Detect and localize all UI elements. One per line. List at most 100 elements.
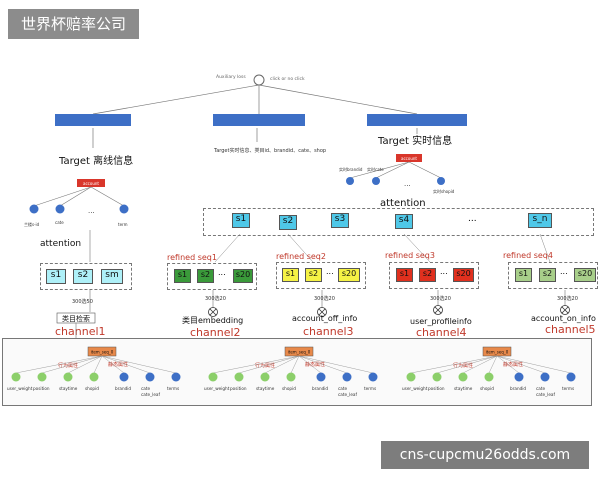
item-attr-label: user_weight — [204, 386, 230, 391]
svg-text:refined seq3: refined seq3 — [385, 251, 435, 260]
right-leaf-node — [437, 177, 445, 185]
svg-text:refined seq4: refined seq4 — [503, 251, 553, 260]
seq-cell: s2 — [279, 215, 297, 230]
channel4-label: channel4 — [416, 326, 467, 339]
item-attr-label: shopid — [282, 386, 296, 391]
refined-seq2-box — [276, 262, 366, 289]
item-attr-label: cate_leaf — [536, 392, 555, 397]
item-attr-node — [540, 372, 550, 382]
item-attr-node — [484, 372, 494, 382]
channel2-label: channel2 — [190, 326, 241, 339]
svg-text:...: ... — [88, 207, 95, 215]
item-attr-label: shopid — [480, 386, 494, 391]
item-attr-label: position — [428, 386, 445, 391]
item-attr-node — [432, 372, 442, 382]
svg-text:300选20: 300选20 — [557, 295, 578, 302]
item-attr-node — [119, 372, 129, 382]
svg-text:300选50: 300选50 — [72, 298, 93, 305]
svg-text:user_profileinfo: user_profileinfo — [410, 317, 472, 326]
svg-text:类目检索: 类目检索 — [62, 314, 90, 323]
item-attr-node — [89, 372, 99, 382]
realtime-embedding-bar — [367, 114, 467, 126]
seq-cell: s1 — [232, 213, 250, 228]
multiply-icon — [208, 307, 218, 317]
loss-label: Auxiliary loss — [216, 74, 246, 80]
channel3-label: channel3 — [303, 325, 354, 338]
click-label: click or no click — [270, 76, 305, 82]
refined-seq4-box — [508, 262, 598, 289]
svg-text:类目embedding: 类目embedding — [182, 315, 243, 325]
sequence-row-box — [203, 208, 594, 236]
svg-text:account: account — [401, 156, 417, 161]
item-attr-node — [406, 372, 416, 382]
right-leaf-node — [372, 177, 380, 185]
item-attr-label: cate_leaf — [141, 392, 160, 397]
multiply-icon — [433, 305, 443, 315]
svg-text:...: ... — [404, 180, 411, 188]
svg-text:cate: cate — [55, 220, 64, 225]
item-attr-label: cate — [141, 386, 151, 391]
target-offline-label: Target 离线信息 — [58, 154, 133, 167]
left-seq-cell: s2 — [73, 269, 93, 284]
item-attr-label: position — [33, 386, 50, 391]
svg-text:实时cate: 实时cate — [367, 166, 384, 172]
seq-ellipsis: ... — [468, 214, 477, 224]
offline-embedding-bar — [55, 114, 131, 126]
item-attr-node — [368, 372, 378, 382]
item-attr-node — [566, 372, 576, 382]
svg-text:account_on_info: account_on_info — [531, 314, 596, 323]
item-attr-label: staytime — [454, 386, 473, 391]
refined-seq1-box — [167, 263, 257, 290]
attention-left-label: attention — [40, 239, 81, 249]
item-attr-node — [171, 372, 181, 382]
item-attr-node — [37, 372, 47, 382]
seq-cell: s_n — [528, 213, 552, 228]
site-banner: 世界杯赔率公司 — [8, 9, 139, 39]
static-attr-label: 静态属性 — [305, 361, 325, 368]
svg-text:300选20: 300选20 — [314, 295, 335, 302]
svg-text:300选20: 300选20 — [430, 295, 451, 302]
item-attr-label: cate — [338, 386, 348, 391]
mid-embedding-bar — [213, 114, 305, 126]
channel1-label: channel1 — [55, 325, 106, 338]
svg-text:refined seq1: refined seq1 — [167, 253, 217, 262]
item-seq-label: item_seq_0 — [288, 350, 311, 355]
account-box-realtime — [396, 154, 422, 162]
item-attr-label: terms — [562, 386, 574, 391]
item-attr-label: position — [230, 386, 247, 391]
item-attr-label: shopid — [85, 386, 99, 391]
item-attr-label: staytime — [256, 386, 275, 391]
target-realtime-label: Target 实时信息 — [377, 134, 452, 147]
refined-seq3-box — [389, 262, 479, 289]
item-attr-label: terms — [364, 386, 376, 391]
left-seq-cell: s1 — [46, 269, 66, 284]
left-leaf-node — [29, 204, 39, 214]
item-attr-node — [208, 372, 218, 382]
footer-banner: cns-cupcmu26odds.com — [381, 441, 589, 469]
svg-text:300选20: 300选20 — [205, 295, 226, 302]
item-attr-label: terms — [167, 386, 179, 391]
item-attr-label: cate — [536, 386, 546, 391]
item-attr-node — [234, 372, 244, 382]
left-leaf-node — [119, 204, 129, 214]
static-attr-label: 静态属性 — [503, 361, 523, 368]
svg-text:account_off_info: account_off_info — [292, 314, 357, 323]
attention-mid-label: attention — [380, 198, 426, 209]
item-attr-node — [11, 372, 21, 382]
item-attr-label: brandid — [312, 386, 328, 391]
item-attr-node — [63, 372, 73, 382]
account-box-offline — [77, 179, 105, 187]
item-attr-label: brandid — [115, 386, 131, 391]
channel5-label: channel5 — [545, 323, 596, 336]
svg-text:term: term — [118, 222, 128, 227]
seq-cell: s3 — [331, 213, 349, 228]
item-attr-node — [260, 372, 270, 382]
item-attr-node — [145, 372, 155, 382]
svg-text:兰楼s-id: 兰楼s-id — [24, 221, 40, 227]
right-leaf-node — [346, 177, 354, 185]
